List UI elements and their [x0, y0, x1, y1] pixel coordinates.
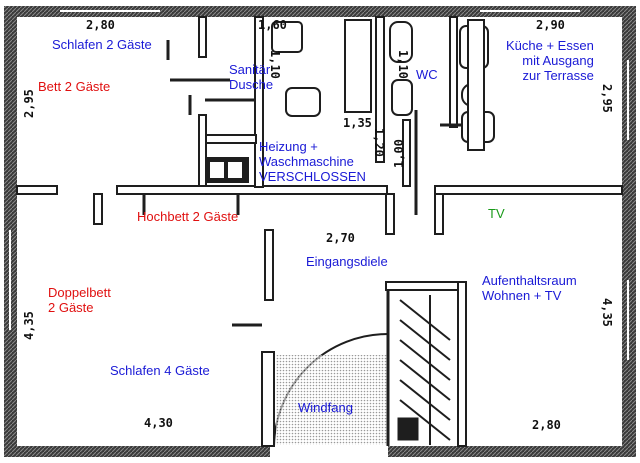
dimension-bottom-right: 2,80 — [532, 418, 561, 432]
dimension-bottom-left: 4,30 — [144, 416, 173, 430]
room-label-bett-2: Bett 2 Gäste — [38, 79, 111, 94]
interior-walls — [16, 16, 623, 447]
dimension-top-left: 2,80 — [86, 18, 115, 32]
room-label-heizung: Heizung + Waschmaschine VERSCHLOSSEN — [259, 139, 366, 184]
dimension-top-sanitaer: 1,60 — [258, 18, 287, 32]
room-label-hochbett: Hochbett 2 Gäste — [137, 209, 239, 224]
dimension-left-lower: 4,35 — [22, 311, 36, 340]
bathroom-fixtures — [271, 19, 495, 151]
room-label-schlafen-4: Schlafen 4 Gäste — [110, 363, 210, 378]
room-label-windfang: Windfang — [298, 400, 353, 415]
room-label-tv: TV — [488, 206, 505, 221]
dimension-center: 2,70 — [326, 231, 355, 245]
dimension-wc-bottom: 1,00 — [392, 139, 406, 168]
room-label-sanitaer: Sanitär Dusche — [229, 62, 274, 92]
dimension-left-upper: 2,95 — [22, 89, 36, 118]
dimension-right-upper: 2,95 — [600, 84, 614, 113]
dimension-heizung-vertical: 1,20 — [372, 128, 386, 157]
dimension-sanitaer-vertical: 1,10 — [268, 50, 282, 79]
dimension-wc-vertical: 1,10 — [396, 50, 410, 79]
dimension-sanitaer-bottom: 1,35 — [343, 116, 372, 130]
outer-walls — [4, 6, 636, 457]
heating-unit — [205, 157, 249, 183]
room-label-doppelbett: Doppelbett 2 Gäste — [48, 285, 111, 315]
windfang-stairs — [273, 290, 451, 447]
window-marks — [9, 10, 629, 360]
dimension-right-lower: 4,35 — [600, 298, 614, 327]
room-label-eingangsdiele: Eingangsdiele — [306, 254, 388, 269]
room-label-kueche: Küche + Essen mit Ausgang zur Terrasse — [506, 38, 594, 83]
room-label-wc: WC — [416, 67, 438, 82]
dimension-top-right: 2,90 — [536, 18, 565, 32]
room-label-schlafen-2: Schlafen 2 Gäste — [52, 37, 152, 52]
room-label-aufenthalt: Aufenthaltsraum Wohnen + TV — [482, 273, 577, 303]
